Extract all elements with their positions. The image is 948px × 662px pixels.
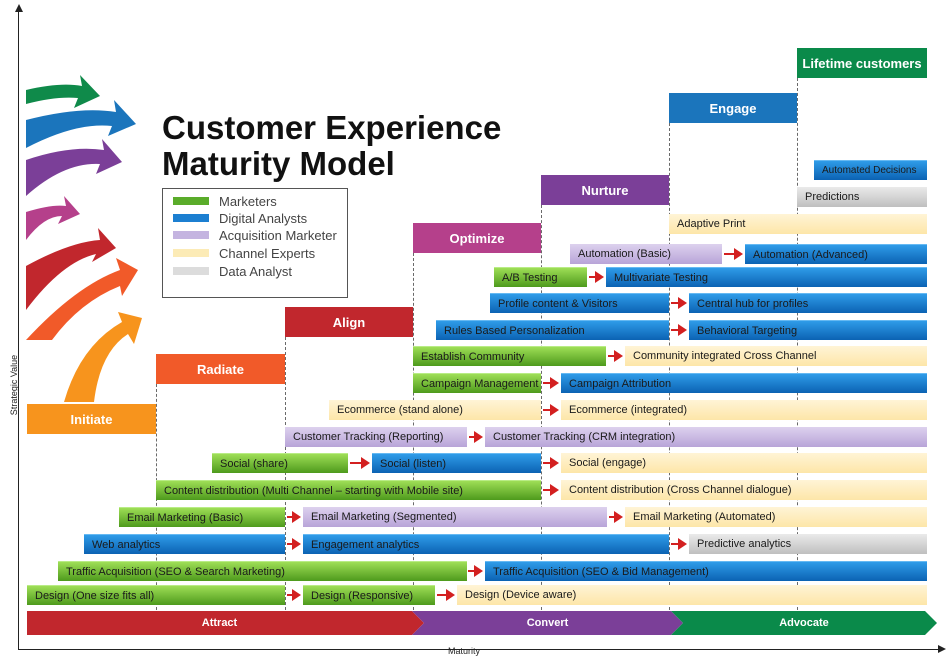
- capability-rules-based-personalization: Rules Based Personalization: [436, 320, 669, 340]
- capability-design-responsive: Design (Responsive): [303, 585, 435, 605]
- capability-profile-content-visitors: Profile content & Visitors: [490, 293, 669, 313]
- capability-campaign-management: Campaign Management: [413, 373, 541, 393]
- diagram-title: Customer Experience Maturity Model: [162, 110, 501, 182]
- arrow-traffic-acquisition: [468, 565, 483, 577]
- capability-behavioral-targeting: Behavioral Targeting: [689, 320, 927, 340]
- stage-initiate: Initiate: [27, 404, 156, 434]
- capability-predictions: Predictions: [797, 187, 927, 207]
- arrow-profiles: [671, 297, 687, 309]
- legend-swatch-data-analyst: [173, 267, 209, 275]
- capability-automation-advanced: Automation (Advanced): [745, 244, 927, 264]
- legend-label: Digital Analysts: [219, 210, 308, 226]
- arrow-social: [350, 457, 370, 469]
- legend-item-channel-experts: Channel Experts: [173, 245, 316, 261]
- arrow-customer-tracking: [469, 431, 483, 443]
- arrow-design-2: [437, 589, 455, 601]
- arrow-email-marketing: [287, 511, 301, 523]
- capability-email-marketing-basic: Email Marketing (Basic): [119, 507, 285, 527]
- legend-label: Acquisition Marketer: [219, 227, 337, 243]
- arrow-personalization: [671, 324, 687, 336]
- capability-traffic-acquisition-seo-bid: Traffic Acquisition (SEO & Bid Managemen…: [485, 561, 927, 581]
- legend-item-digital-analysts: Digital Analysts: [173, 210, 308, 226]
- arrow-content-distribution: [543, 484, 559, 496]
- arrow-web-analytics: [287, 538, 301, 550]
- stage-divider: [285, 337, 286, 610]
- legend: Marketers Digital Analysts Acquisition M…: [162, 188, 348, 298]
- y-axis-line: [18, 10, 19, 650]
- x-axis-arrowhead: [938, 645, 946, 653]
- arrow-engagement-analytics: [671, 538, 687, 550]
- capability-central-hub-profiles: Central hub for profiles: [689, 293, 927, 313]
- capability-social-share: Social (share): [212, 453, 348, 473]
- capability-multivariate-testing: Multivariate Testing: [606, 267, 927, 287]
- phase-convert-shape: [412, 611, 683, 635]
- legend-item-data-analyst: Data Analyst: [173, 263, 292, 279]
- capability-ecommerce-stand-alone: Ecommerce (stand alone): [329, 400, 541, 420]
- phase-advocate-shape: [671, 611, 937, 635]
- capability-web-analytics: Web analytics: [84, 534, 285, 554]
- capability-campaign-attribution: Campaign Attribution: [561, 373, 927, 393]
- capability-automated-decisions: Automated Decisions: [814, 160, 927, 180]
- capability-engagement-analytics: Engagement analytics: [303, 534, 669, 554]
- stage-optimize: Optimize: [413, 223, 541, 253]
- capability-design-one-size: Design (One size fits all): [27, 585, 285, 605]
- capability-content-distribution-cross-channel: Content distribution (Cross Channel dial…: [561, 480, 927, 500]
- arrow-email-marketing-2: [609, 511, 623, 523]
- legend-swatch-acquisition-marketer: [173, 231, 209, 239]
- capability-design-device-aware: Design (Device aware): [457, 585, 927, 605]
- x-axis-line: [18, 649, 940, 650]
- stage-nurture: Nurture: [541, 175, 669, 205]
- stage-divider: [797, 78, 798, 610]
- capability-automation-basic: Automation (Basic): [570, 244, 722, 264]
- capability-ecommerce-integrated: Ecommerce (integrated): [561, 400, 927, 420]
- y-axis-arrowhead: [15, 4, 23, 12]
- arrow-ecommerce: [543, 404, 559, 416]
- decorative-swoosh-arrows: [26, 75, 142, 402]
- legend-label: Marketers: [219, 193, 277, 209]
- capability-email-marketing-segmented: Email Marketing (Segmented): [303, 507, 607, 527]
- capability-establish-community: Establish Community: [413, 346, 606, 366]
- capability-email-marketing-automated: Email Marketing (Automated): [625, 507, 927, 527]
- arrow-design: [287, 589, 301, 601]
- phase-advocate: Advocate: [779, 617, 829, 629]
- capability-social-listen: Social (listen): [372, 453, 541, 473]
- legend-item-marketers: Marketers: [173, 193, 277, 209]
- capability-ab-testing: A/B Testing: [494, 267, 587, 287]
- x-axis-label: Maturity: [448, 646, 481, 656]
- stage-lifetime-customers: Lifetime customers: [797, 48, 927, 78]
- phase-attract-shape: [27, 611, 424, 635]
- legend-swatch-channel-experts: [173, 249, 209, 257]
- capability-content-distribution-multi-channel: Content distribution (Multi Channel – st…: [156, 480, 541, 500]
- legend-label: Channel Experts: [219, 245, 316, 261]
- arrow-community: [608, 350, 623, 362]
- title-line-2: Maturity Model: [162, 145, 395, 182]
- capability-adaptive-print: Adaptive Print: [669, 214, 927, 234]
- legend-swatch-digital-analysts: [173, 214, 209, 222]
- legend-item-acquisition-marketer: Acquisition Marketer: [173, 227, 337, 243]
- phase-attract: Attract: [201, 617, 238, 629]
- arrow-campaign: [543, 377, 559, 389]
- capability-predictive-analytics: Predictive analytics: [689, 534, 927, 554]
- stage-align: Align: [285, 307, 413, 337]
- phase-convert: Convert: [526, 617, 569, 629]
- title-line-1: Customer Experience: [162, 109, 502, 146]
- capability-community-integrated: Community integrated Cross Channel: [625, 346, 927, 366]
- legend-label: Data Analyst: [219, 263, 292, 279]
- legend-swatch-marketers: [173, 197, 209, 205]
- stage-radiate: Radiate: [156, 354, 285, 384]
- capability-traffic-acquisition-seo-search: Traffic Acquisition (SEO & Search Market…: [58, 561, 467, 581]
- stage-divider: [541, 205, 542, 610]
- capability-customer-tracking-crm: Customer Tracking (CRM integration): [485, 427, 927, 447]
- capability-customer-tracking-reporting: Customer Tracking (Reporting): [285, 427, 467, 447]
- arrow-social-2: [543, 457, 559, 469]
- capability-social-engage: Social (engage): [561, 453, 927, 473]
- stage-divider: [669, 123, 670, 610]
- arrow-automation: [724, 248, 743, 260]
- stage-engage: Engage: [669, 93, 797, 123]
- arrow-testing: [589, 271, 604, 283]
